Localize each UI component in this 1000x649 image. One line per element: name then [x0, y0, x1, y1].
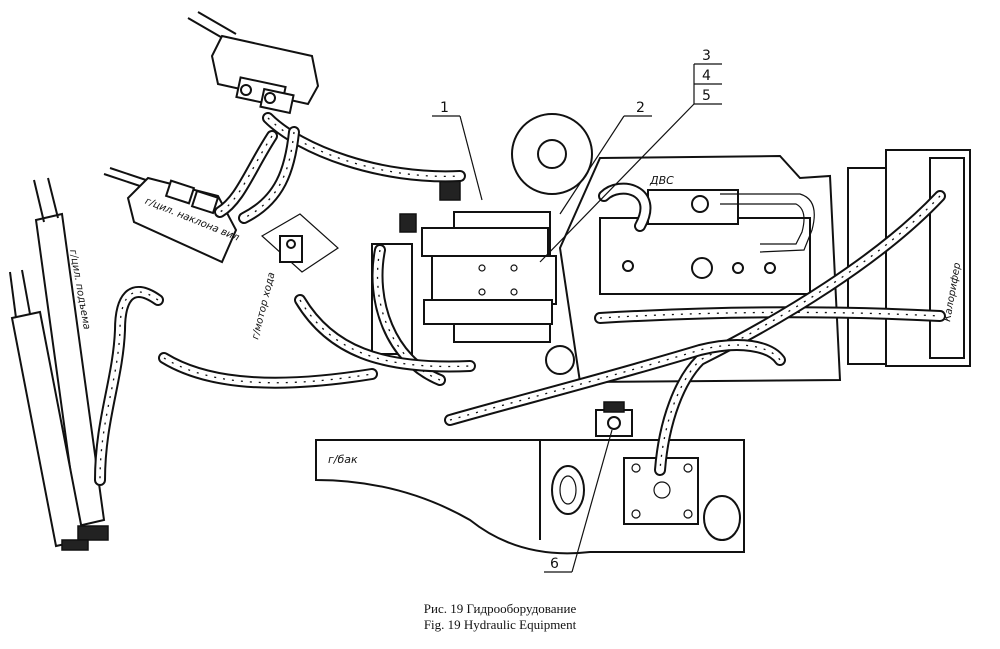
filter [595, 401, 633, 437]
control-valve-block [371, 179, 557, 355]
heater: Калорифер [847, 149, 971, 367]
callout-5: 5 [702, 88, 711, 104]
figure-caption-en: Fig. 19 Hydraulic Equipment [423, 617, 577, 632]
engine: ДВС [511, 113, 842, 384]
hydraulic-hoses [94, 112, 946, 486]
hydraulic-tank: г/бак [315, 439, 745, 555]
travel-motor: г/мотор хода [250, 213, 339, 341]
callout-2: 2 [636, 100, 645, 116]
lift-cylinders: г/цил. подъема [9, 177, 109, 551]
upper-cylinder-assembly [187, 11, 320, 115]
callout-6: 6 [550, 556, 559, 572]
engine-pipes [720, 193, 815, 253]
label-travel-motor: г/мотор хода [250, 271, 277, 340]
tilt-cylinder: г/цил. наклона вил [103, 167, 241, 264]
technical-drawing: г/цил. наклона вил г/цил. подъема г/мото… [9, 11, 971, 573]
figure-caption-ru: Рис. 19 Гидрооборудование [423, 601, 577, 616]
label-engine: ДВС [649, 174, 674, 187]
callout-4: 4 [702, 68, 711, 84]
callout-1: 1 [440, 100, 449, 116]
label-tank: г/бак [328, 453, 358, 466]
callout-3: 3 [702, 48, 711, 64]
callouts: 1 2 3 4 5 6 [432, 48, 722, 573]
